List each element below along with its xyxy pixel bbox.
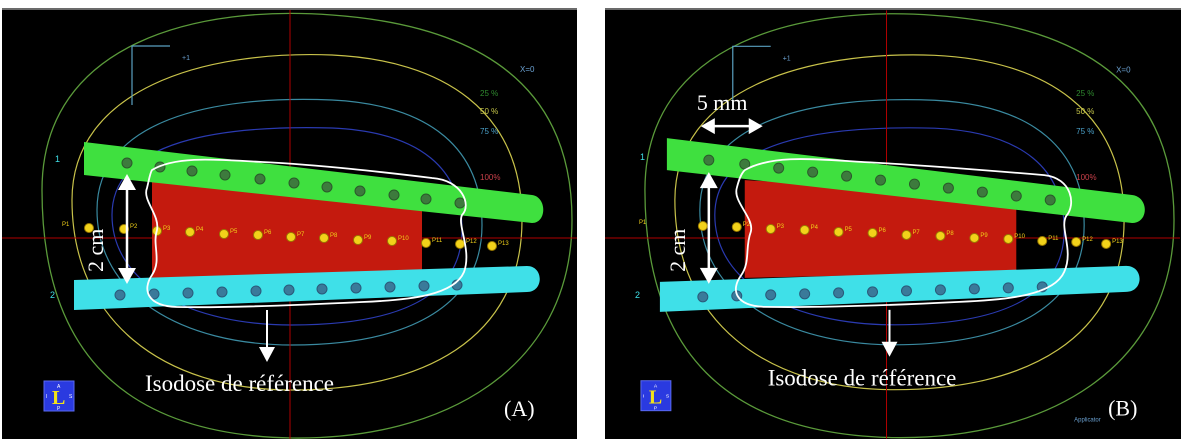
applicator-number-2: 2 — [635, 290, 640, 300]
orientation-cube-icon[interactable]: L A P I S — [43, 380, 75, 412]
point-label-p13: P13 — [1112, 239, 1123, 245]
applicator-bottom[interactable] — [74, 266, 540, 310]
orientation-cube-icon[interactable]: L A P I S — [640, 380, 672, 412]
panel-a-view: X=0 +1 25 % 50 % 75 % 100% 1 2 P1 P2 P3 … — [2, 10, 577, 439]
isodose-caption: Isodose de référence — [145, 371, 334, 396]
applicator-number-1: 1 — [55, 154, 60, 164]
point-label-p1: P1 — [62, 222, 70, 228]
svg-text:S: S — [666, 394, 670, 400]
spacing-arrowhead-bottom — [699, 267, 718, 284]
point-label-p1: P1 — [639, 220, 647, 226]
reference-isodose — [145, 158, 468, 309]
panel-label: (A) — [504, 396, 535, 421]
legend-level-50: 50 % — [1076, 107, 1094, 116]
svg-text:L: L — [52, 387, 65, 409]
panel-b-view: X=0 +1 25 % 50 % 75 % 100% 1 2 P1 P2 P3 … — [605, 10, 1180, 439]
view-bracket — [732, 45, 771, 106]
panel-a: X=0 +1 25 % 50 % 75 % 100% 1 2 P1 P2 P3 … — [2, 8, 577, 439]
point-label-p7: P7 — [297, 232, 305, 238]
spacing-arrowhead-top — [699, 172, 718, 189]
caption-arrowhead — [881, 341, 898, 357]
svg-text:A: A — [57, 384, 61, 390]
point-label-p3: P3 — [163, 226, 171, 232]
svg-text:L: L — [649, 387, 662, 409]
legend-level-50: 50 % — [480, 107, 498, 116]
svg-text:I: I — [643, 394, 644, 400]
applicator-tag: Applicator — [1074, 418, 1101, 424]
point-label-p9: P9 — [364, 235, 372, 241]
spacing-arrowhead-bottom — [118, 268, 136, 284]
source-dots-bottom — [697, 281, 1048, 303]
point-label-p12: P12 — [1082, 237, 1093, 243]
dose-points — [697, 221, 1112, 249]
point-label-p4: P4 — [811, 225, 819, 231]
point-label-p10: P10 — [398, 236, 409, 242]
point-label-p9: P9 — [980, 233, 988, 239]
offset-label: 5 mm — [697, 90, 748, 115]
legend-level-100: 100% — [480, 173, 500, 182]
point-label-p2: P2 — [130, 224, 138, 230]
point-label-p5: P5 — [845, 227, 853, 233]
svg-text:A: A — [654, 384, 658, 390]
legend-level-25: 25 % — [1076, 89, 1094, 98]
point-label-p10: P10 — [1014, 234, 1025, 240]
view-bracket — [131, 45, 170, 105]
axis-label: X=0 — [1116, 65, 1131, 74]
top-marker: +1 — [182, 55, 190, 62]
point-label-p11: P11 — [432, 238, 443, 244]
offset-arrowhead-left — [700, 118, 715, 135]
applicator-bottom[interactable] — [659, 265, 1140, 312]
panel-b: X=0 +1 25 % 50 % 75 % 100% 1 2 P1 P2 P3 … — [605, 8, 1181, 439]
legend-level-25: 25 % — [480, 89, 498, 98]
point-label-p11: P11 — [1048, 236, 1059, 242]
point-label-p8: P8 — [330, 233, 338, 239]
caption-arrowhead — [259, 347, 275, 362]
target-volume — [744, 180, 1017, 278]
spacing-label: 2 cm — [665, 229, 690, 272]
svg-text:I: I — [46, 394, 47, 400]
applicator-number-2: 2 — [50, 290, 55, 300]
target-volume — [152, 180, 422, 278]
isodose-caption: Isodose de référence — [768, 366, 957, 391]
offset-arrowhead-right — [748, 118, 763, 135]
point-label-p3: P3 — [777, 224, 785, 230]
isodose-outer — [644, 13, 1175, 439]
point-label-p13: P13 — [498, 241, 509, 247]
legend-level-75: 75 % — [1076, 127, 1094, 136]
svg-text:P: P — [57, 406, 61, 412]
legend-level-75: 75 % — [480, 127, 498, 136]
top-marker: +1 — [783, 55, 791, 62]
spacing-arrowhead-top — [118, 174, 136, 190]
axis-label: X=0 — [520, 65, 535, 74]
isodose-outer — [41, 12, 573, 439]
svg-text:S: S — [69, 394, 73, 400]
point-label-p4: P4 — [196, 227, 204, 233]
point-label-p2: P2 — [743, 222, 751, 228]
reference-isodose — [735, 158, 1073, 308]
point-label-p7: P7 — [912, 230, 920, 236]
isodose-teal — [96, 98, 483, 346]
applicator-number-1: 1 — [640, 152, 645, 162]
isodose-teal — [699, 99, 1085, 346]
point-label-p8: P8 — [946, 231, 954, 237]
legend-level-100: 100% — [1076, 173, 1096, 182]
source-dots-bottom — [114, 279, 463, 301]
point-label-p12: P12 — [466, 239, 477, 245]
svg-text:P: P — [654, 406, 658, 412]
panel-label: (B) — [1108, 396, 1137, 421]
spacing-label: 2 cm — [83, 229, 108, 272]
point-label-p6: P6 — [879, 228, 887, 234]
point-label-p5: P5 — [230, 229, 238, 235]
dose-points — [84, 223, 497, 251]
point-label-p6: P6 — [264, 230, 272, 236]
